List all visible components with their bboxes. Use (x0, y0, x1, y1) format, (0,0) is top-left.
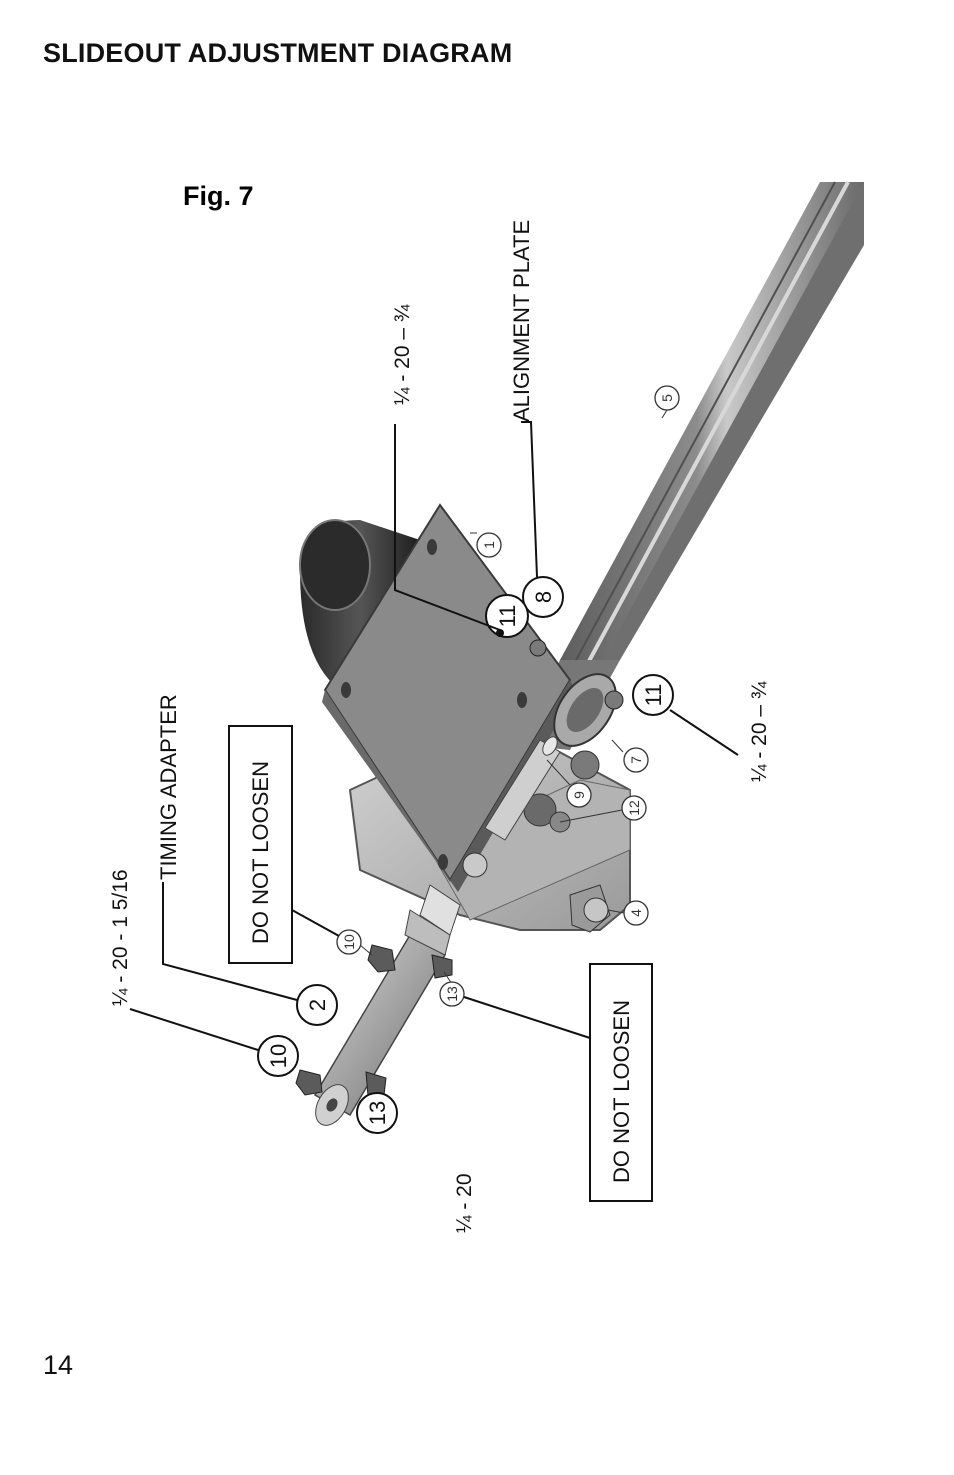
part-bubble-7: 7 (611, 739, 649, 773)
figure-label: Fig. 7 (183, 181, 254, 211)
large-part-bubbles: 8 11 11 2 10 13 (257, 576, 674, 1134)
do-not-loosen-box-1: DO NOT LOOSEN (228, 725, 293, 964)
svg-text:11: 11 (495, 605, 520, 628)
do-not-loosen-box-2: DO NOT LOOSEN (589, 963, 653, 1202)
bolt-spec-right-label: ¼ - 20 – ¾ (748, 681, 771, 782)
part-bubble-12: 12 (559, 795, 647, 823)
svg-text:5: 5 (659, 394, 675, 402)
leader-dot (496, 629, 504, 637)
part-bubble-11-right: 11 (632, 674, 674, 716)
part-bubble-5: 5 (654, 385, 680, 419)
page-number: 14 (43, 1350, 74, 1380)
drive-shaft (484, 736, 561, 841)
part-bubble-1: 1 (470, 532, 502, 558)
do-not-loosen-label-1: DO NOT LOOSEN (248, 761, 273, 944)
timing-adapter-label: TIMING ADAPTER (156, 694, 181, 880)
svg-text:4: 4 (628, 909, 644, 917)
svg-text:13: 13 (365, 1101, 390, 1125)
svg-text:11: 11 (641, 684, 666, 707)
svg-text:2: 2 (305, 999, 330, 1011)
bolt-spec-short-label: ¼ - 20 (453, 1173, 476, 1233)
hex-nut (462, 852, 488, 878)
timing-adapter-cylinder (295, 884, 461, 1126)
small-part-bubbles: 1 5 7 9 12 4 10 (336, 385, 680, 1007)
part-bubble-9: 9 (546, 759, 592, 808)
part-bubble-8: 8 (522, 576, 564, 618)
alignment-plate-label: ALIGNMENT PLATE (509, 220, 534, 422)
svg-text:7: 7 (628, 756, 644, 764)
part-bubble-4: 4 (607, 900, 649, 926)
part-bubble-10-small: 10 (336, 929, 373, 956)
svg-text:10: 10 (266, 1044, 291, 1068)
svg-text:13: 13 (444, 986, 460, 1002)
bolt-spec-top-label: ¼ - 20 – ¾ (391, 304, 414, 405)
part-bubble-13: 13 (356, 1092, 398, 1134)
square-tube (520, 181, 864, 750)
svg-text:9: 9 (571, 791, 587, 799)
part-bubble-13-small: 13 (439, 971, 465, 1007)
part-bubble-11-top: 11 (485, 594, 529, 638)
svg-text:10: 10 (341, 934, 357, 950)
bolt-spec-long-label: ¼ - 20 - 1 5/16 (109, 869, 132, 1006)
leader-lines (129, 421, 739, 1051)
flange-collar (529, 639, 624, 747)
svg-text:12: 12 (626, 800, 642, 816)
svg-text:1: 1 (481, 541, 497, 549)
do-not-loosen-label-2: DO NOT LOOSEN (609, 1000, 634, 1183)
page-title: SLIDEOUT ADJUSTMENT DIAGRAM (43, 38, 513, 68)
part-bubble-2: 2 (296, 984, 338, 1026)
svg-text:8: 8 (531, 591, 556, 603)
part-bubble-10: 10 (257, 1035, 299, 1077)
